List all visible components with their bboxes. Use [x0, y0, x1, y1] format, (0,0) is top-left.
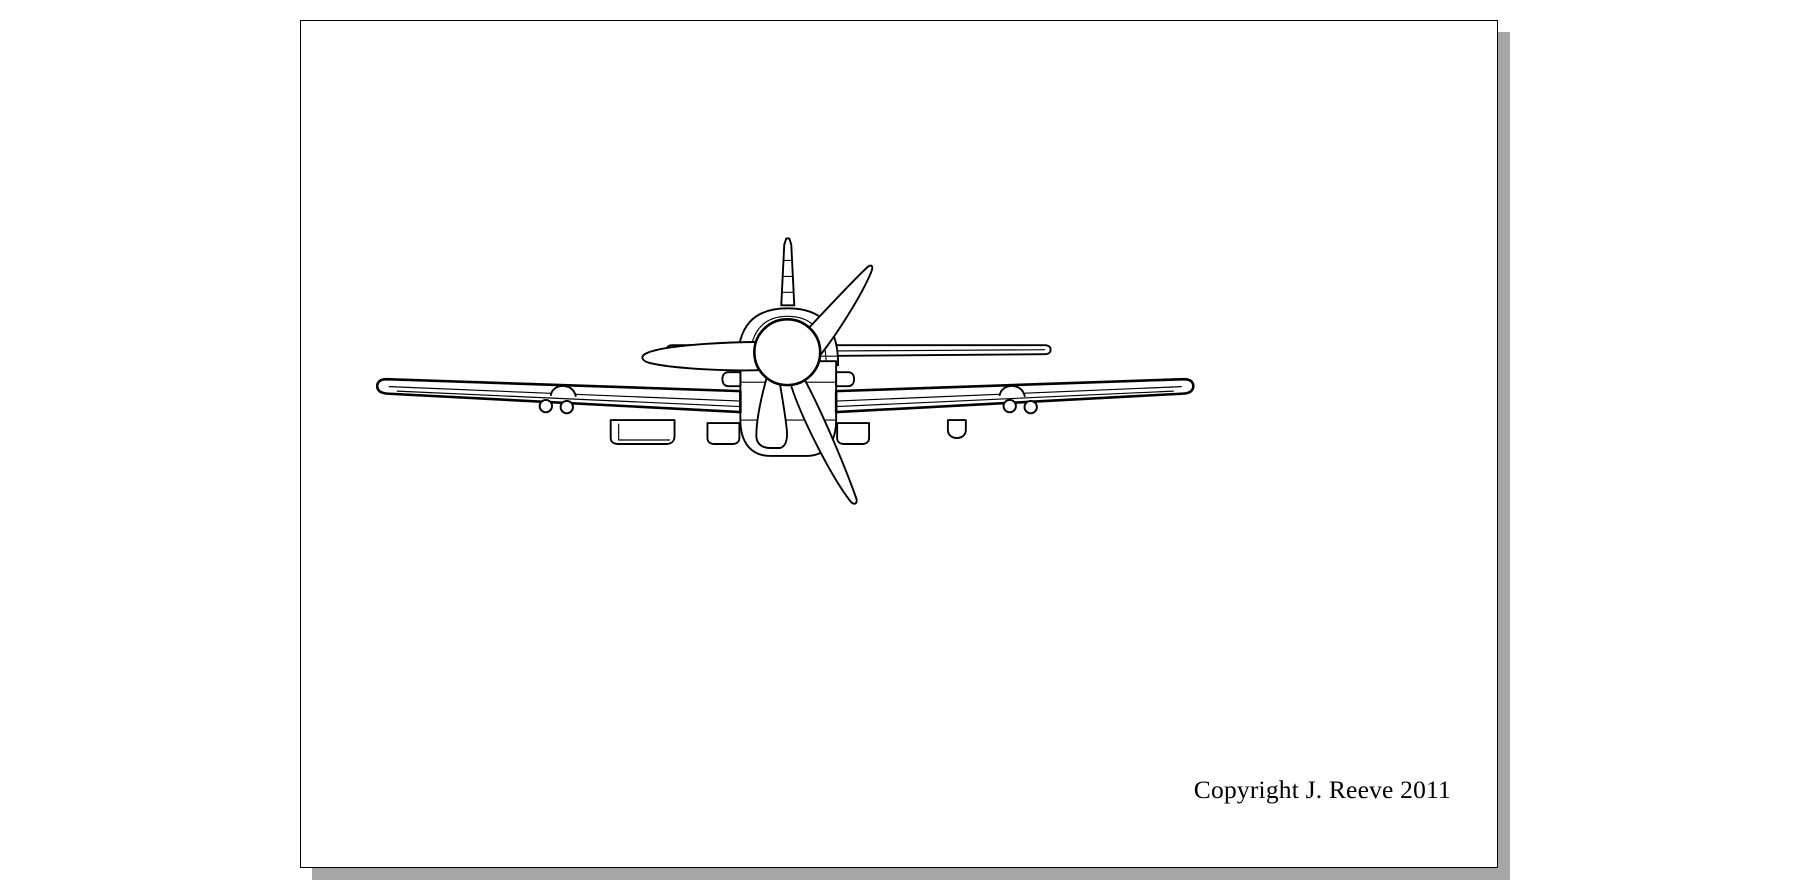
exhaust-stub-right: [835, 371, 856, 388]
left-wing-gun-port-inner: [559, 399, 574, 415]
gear-fairing-left: [706, 422, 741, 445]
underwing-fairing-right: [946, 419, 967, 439]
antenna-mast: [780, 237, 796, 307]
right-wing-gear-bulge: [998, 384, 1026, 398]
right-wing-gun-port-outer: [1023, 399, 1038, 415]
copyright-notice: Copyright J. Reeve 2011: [1193, 775, 1451, 804]
exhaust-stub-left: [721, 371, 742, 388]
left-wing: [375, 377, 742, 415]
left-wing-panel: [375, 377, 742, 414]
right-wing-lower-panel-line: [835, 390, 1174, 408]
left-wing-gun-port-outer: [538, 398, 553, 414]
drawing-sheet: Copyright J. Reeve 2011: [300, 20, 1498, 868]
gear-fairing-right: [836, 422, 871, 445]
antenna-mast-body: [780, 237, 796, 307]
left-wing-gear-bulge: [549, 384, 577, 398]
left-wing-lower-panel-line: [396, 390, 741, 408]
radiator-fairing: [609, 419, 676, 445]
right-wing-gun-port-inner: [1002, 398, 1017, 414]
propeller: [641, 264, 874, 505]
spinner: [753, 317, 822, 387]
main-landing-gear: [609, 419, 967, 445]
right-wing: [834, 377, 1195, 415]
propeller-blade-lower-left: [755, 371, 788, 449]
radiator-fairing-inner-line: [618, 423, 671, 441]
spinner-hub: [753, 317, 822, 387]
aircraft-line-drawing: [375, 237, 1195, 505]
